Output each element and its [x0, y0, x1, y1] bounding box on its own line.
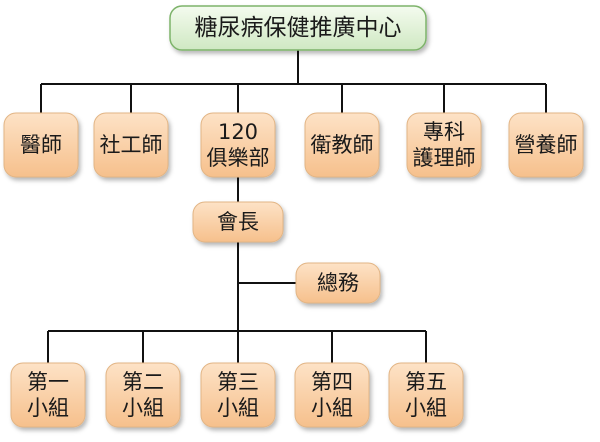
- chair-node-box: [192, 201, 284, 243]
- role-node-0: 醫師: [3, 112, 79, 178]
- role-node-5-label: 營養師: [515, 133, 578, 157]
- group-node-1-label: 小組: [122, 396, 164, 420]
- general-affairs-node: 總務: [295, 262, 381, 304]
- root-node-box: [169, 5, 427, 51]
- group-node-2-label: 小組: [217, 396, 259, 420]
- role-node-3-box: [304, 112, 380, 178]
- role-node-4-label: 專科: [423, 120, 465, 144]
- group-node-0-label: 第一: [27, 370, 69, 394]
- general-affairs-node-box: [295, 262, 381, 304]
- group-node-3-box: [294, 362, 370, 428]
- role-node-1-box: [93, 112, 169, 178]
- group-node-2-box: [200, 362, 276, 428]
- role-node-4-label: 護理師: [413, 146, 476, 170]
- role-node-3-label: 衛教師: [311, 133, 374, 157]
- group-node-2-label: 第三: [217, 370, 259, 394]
- role-node-5: 營養師: [508, 112, 584, 178]
- group-node-4-box: [388, 362, 464, 428]
- connector-lines: [40, 50, 547, 363]
- group-node-1-box: [105, 362, 181, 428]
- group-node-1-label: 第二: [122, 370, 164, 394]
- general-affairs-node-label: 總務: [317, 271, 359, 295]
- role-node-4-box: [406, 112, 482, 178]
- group-node-0-label: 小組: [27, 396, 69, 420]
- role-node-0-box: [3, 112, 79, 178]
- root-node: 糖尿病保健推廣中心: [169, 5, 427, 51]
- role-node-2-label: 俱樂部: [207, 146, 270, 170]
- group-node-3-label: 第四: [311, 370, 353, 394]
- role-node-2-box: [200, 112, 276, 178]
- role-node-1: 社工師: [93, 112, 169, 178]
- group-node-0-box: [10, 362, 86, 428]
- org-nodes: 糖尿病保健推廣中心醫師社工師120俱樂部衛教師專科護理師營養師會長總務第一小組第…: [3, 5, 584, 428]
- role-node-0-label: 醫師: [20, 133, 62, 157]
- chair-node: 會長: [192, 201, 284, 243]
- role-node-1-label: 社工師: [100, 133, 163, 157]
- root-node-label: 糖尿病保健推廣中心: [195, 15, 402, 41]
- group-node-3-label: 小組: [311, 396, 353, 420]
- role-node-5-box: [508, 112, 584, 178]
- chair-node-label: 會長: [217, 210, 259, 234]
- group-node-4-label: 第五: [405, 370, 447, 394]
- role-node-2-label: 120: [218, 120, 258, 144]
- group-node-4-label: 小組: [405, 396, 447, 420]
- role-node-3: 衛教師: [304, 112, 380, 178]
